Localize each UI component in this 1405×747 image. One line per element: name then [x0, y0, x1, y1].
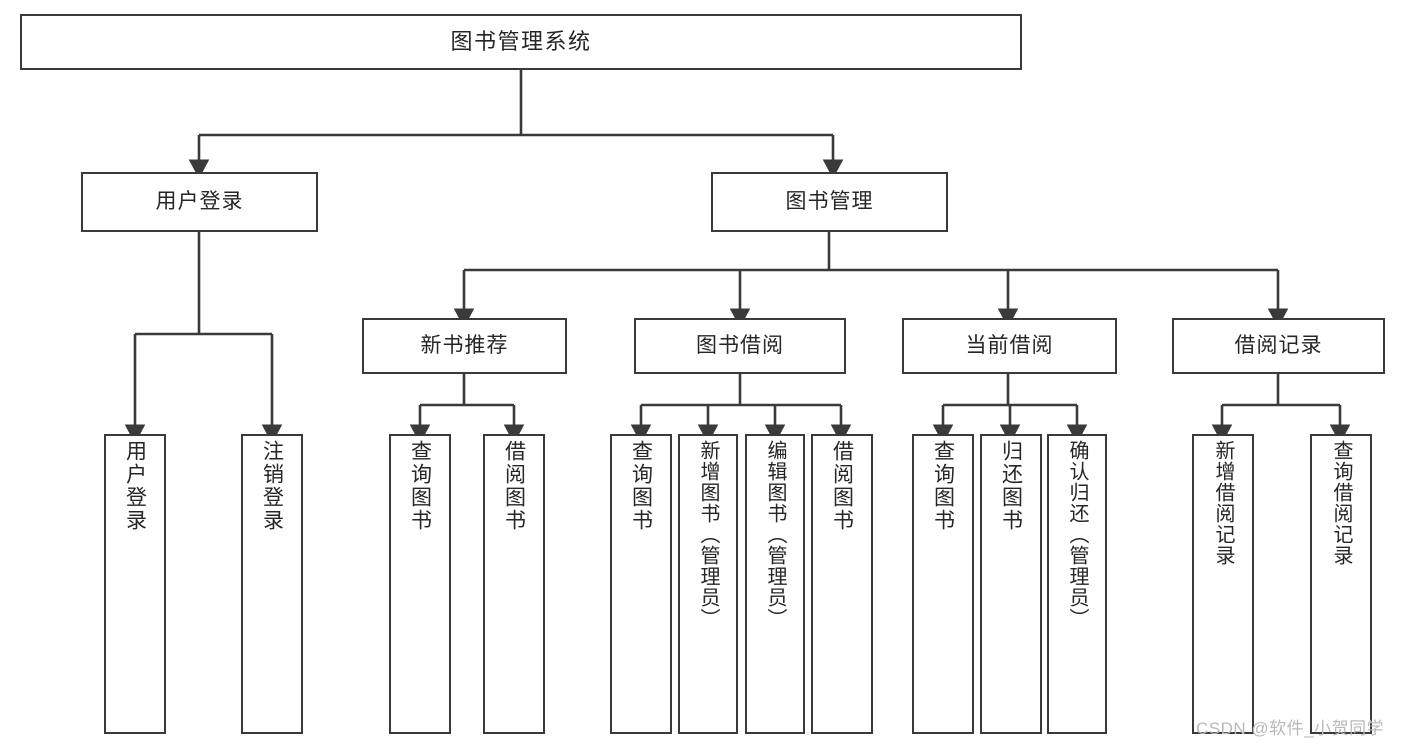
node-leaf-add-book[interactable]: 新增图书（管理员） [678, 434, 738, 734]
node-book-borrow-label: 图书借阅 [696, 333, 784, 357]
node-current-borrow[interactable]: 当前借阅 [902, 318, 1117, 374]
node-leaf-add-record-label: 新增借阅记录 [1212, 440, 1234, 566]
node-leaf-query-book-2-label: 查询图书 [629, 440, 653, 532]
node-leaf-logout-login[interactable]: 注销登录 [241, 434, 303, 734]
node-leaf-edit-book[interactable]: 编辑图书（管理员） [745, 434, 805, 734]
node-root[interactable]: 图书管理系统 [20, 14, 1022, 70]
node-new-book-recommend-label: 新书推荐 [420, 333, 509, 357]
node-leaf-query-book-3-label: 查询图书 [931, 440, 955, 532]
node-leaf-add-record[interactable]: 新增借阅记录 [1192, 434, 1254, 734]
node-root-label: 图书管理系统 [450, 29, 592, 55]
node-leaf-query-record-label: 查询借阅记录 [1330, 440, 1352, 566]
node-leaf-query-book-1-label: 查询图书 [408, 440, 432, 532]
node-book-borrow[interactable]: 图书借阅 [634, 318, 846, 374]
node-leaf-query-book-2[interactable]: 查询图书 [610, 434, 672, 734]
node-leaf-borrow-book-1-label: 借阅图书 [502, 440, 526, 532]
node-borrow-record[interactable]: 借阅记录 [1172, 318, 1385, 374]
node-leaf-query-book-1[interactable]: 查询图书 [389, 434, 451, 734]
node-user-login[interactable]: 用户登录 [81, 172, 318, 232]
node-new-book-recommend[interactable]: 新书推荐 [362, 318, 567, 374]
node-book-management[interactable]: 图书管理 [711, 172, 948, 232]
node-user-login-label: 用户登录 [155, 189, 244, 213]
node-leaf-return-book[interactable]: 归还图书 [980, 434, 1042, 734]
node-leaf-borrow-book-2-label: 借阅图书 [830, 440, 854, 532]
node-current-borrow-label: 当前借阅 [965, 333, 1054, 357]
node-leaf-query-book-3[interactable]: 查询图书 [912, 434, 974, 734]
node-leaf-user-login-label: 用户登录 [123, 440, 147, 532]
watermark: CSDN @软件_小贺同学 [1196, 719, 1385, 738]
node-leaf-borrow-book-2[interactable]: 借阅图书 [811, 434, 873, 734]
node-leaf-query-record[interactable]: 查询借阅记录 [1310, 434, 1372, 734]
node-leaf-add-book-label: 新增图书（管理员） [697, 440, 719, 629]
node-leaf-borrow-book-1[interactable]: 借阅图书 [483, 434, 545, 734]
node-leaf-confirm-return[interactable]: 确认归还（管理员） [1047, 434, 1107, 734]
node-leaf-user-login[interactable]: 用户登录 [104, 434, 166, 734]
node-leaf-logout-login-label: 注销登录 [260, 440, 284, 532]
node-leaf-confirm-return-label: 确认归还（管理员） [1066, 440, 1088, 629]
node-borrow-record-label: 借阅记录 [1234, 333, 1323, 357]
node-leaf-return-book-label: 归还图书 [999, 440, 1023, 532]
node-leaf-edit-book-label: 编辑图书（管理员） [764, 440, 786, 629]
node-book-management-label: 图书管理 [785, 189, 874, 213]
